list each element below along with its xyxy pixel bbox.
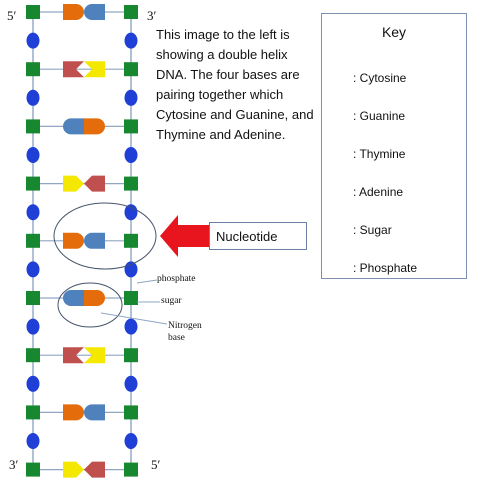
sugar-circle	[124, 433, 138, 449]
sugar-circle	[26, 261, 40, 278]
key-label-cytosine: : Cytosine	[353, 71, 407, 85]
strand-end-bottom-right: 5′	[151, 457, 161, 472]
thymine-base	[63, 404, 84, 421]
sugar-circle	[26, 32, 40, 49]
sugar-circle	[26, 147, 40, 163]
sugar-circle	[124, 204, 138, 221]
sugar-circle	[26, 433, 40, 449]
adenine-base	[84, 404, 105, 421]
nucleotide-components-ellipse	[57, 282, 123, 328]
phosphate-square	[124, 5, 138, 19]
phosphate-square	[124, 405, 138, 420]
key-panel: Key : Cytosine : Guanine : Thymine : Ade…	[321, 13, 467, 279]
sugar-circle	[26, 89, 40, 106]
adenine-base	[84, 4, 105, 20]
sugar-circle	[124, 318, 138, 335]
phosphate-square	[124, 462, 138, 477]
phosphate-square	[26, 291, 40, 305]
guanine-base	[84, 461, 105, 478]
phosphate-square	[124, 348, 138, 363]
phosphate-square	[124, 291, 138, 305]
nucleotide-arrow	[160, 215, 209, 257]
nitrogen-base-pointer	[100, 312, 168, 325]
cytosine-base	[63, 461, 84, 478]
cytosine-base	[84, 61, 105, 78]
cytosine-base	[84, 347, 105, 364]
nucleotide-label-box: Nucleotide	[209, 222, 307, 250]
sugar-circle	[124, 32, 138, 49]
adenine-base	[63, 118, 84, 135]
diagram-caption: This image to the left is showing a doub…	[156, 27, 314, 142]
guanine-base	[63, 347, 84, 364]
sugar-circle	[26, 204, 40, 221]
sugar-circle	[124, 89, 138, 106]
key-label-phosphate: : Phosphate	[353, 261, 418, 275]
sugar-circle	[26, 318, 40, 335]
sugar-circle	[124, 147, 138, 163]
phosphate-square	[124, 119, 138, 134]
strand-end-top-left: 5′	[7, 8, 17, 23]
thymine-base	[84, 118, 105, 135]
sugar-circle	[124, 375, 138, 392]
adenine-base	[84, 232, 105, 249]
phosphate-square	[26, 462, 40, 477]
thymine-base	[63, 4, 84, 20]
thymine-base	[63, 232, 84, 249]
nitrogen-base-annotation: Nitrogen base	[168, 321, 202, 343]
phosphate-square	[26, 233, 40, 248]
sugar-circle	[26, 375, 40, 392]
phosphate-square	[26, 5, 40, 19]
phosphate-square	[124, 176, 138, 191]
key-label-thymine: : Thymine	[353, 147, 406, 161]
phosphate-square	[26, 348, 40, 363]
nucleotide-label: Nucleotide	[216, 229, 278, 244]
key-label-adenine: : Adenine	[353, 185, 404, 199]
strand-end-top-right: 3′	[147, 8, 157, 23]
thymine-base	[84, 290, 105, 306]
guanine-base	[63, 61, 84, 78]
sugar-annotation: sugar	[161, 296, 182, 306]
phosphate-square	[26, 62, 40, 77]
key-title: Key	[381, 24, 407, 40]
strand-end-bottom-left: 3′	[9, 457, 19, 472]
key-label-guanine: : Guanine	[353, 109, 406, 123]
phosphate-square	[26, 405, 40, 420]
key-label-sugar: : Sugar	[353, 223, 392, 237]
nucleotide-highlight-ellipse	[53, 202, 157, 270]
phosphate-square	[26, 119, 40, 134]
phosphate-square	[124, 233, 138, 248]
sugar-circle	[124, 261, 138, 278]
phosphate-pointer	[136, 279, 158, 284]
phosphate-annotation: phosphate	[157, 274, 196, 284]
adenine-base	[63, 290, 84, 306]
cytosine-base	[63, 175, 84, 192]
phosphate-square	[26, 176, 40, 191]
guanine-base	[84, 175, 105, 192]
phosphate-square	[124, 62, 138, 77]
